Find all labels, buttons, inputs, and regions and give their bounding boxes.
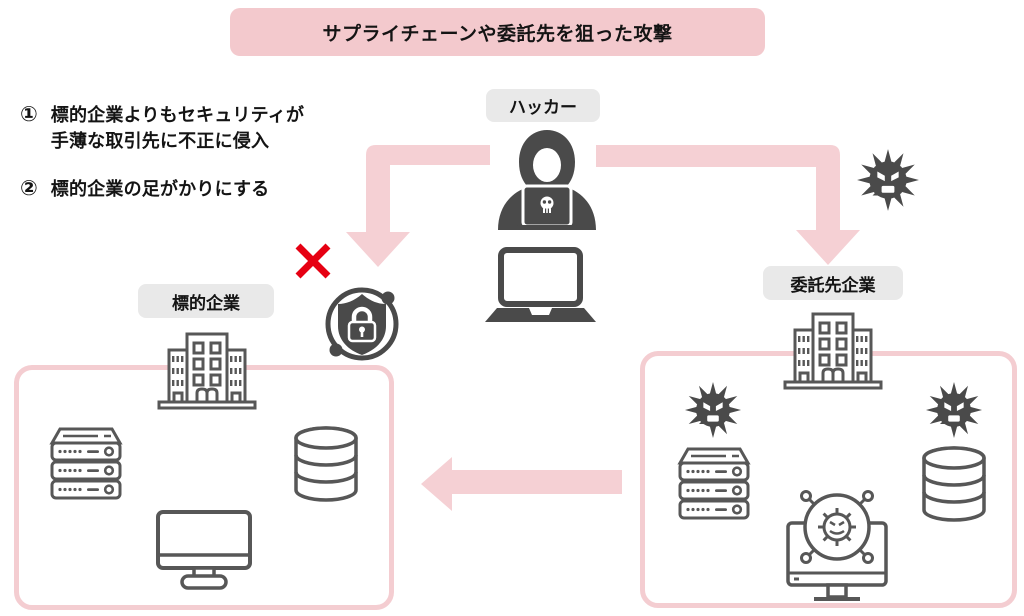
target-company-label: 標的企業 <box>138 284 274 318</box>
diagram-title: サプライチェーンや委託先を狙った攻撃 <box>322 23 673 45</box>
virus-icon <box>856 148 920 212</box>
virus-icon <box>684 381 742 439</box>
hacker-icon <box>492 130 602 230</box>
building-icon <box>783 310 883 390</box>
virus-icon <box>925 381 983 439</box>
laptop-icon <box>483 247 598 325</box>
target-company-label-text: 標的企業 <box>172 293 240 313</box>
server-icon <box>48 427 124 501</box>
database-icon <box>294 425 358 503</box>
server-icon <box>676 447 752 521</box>
building-icon <box>157 330 257 410</box>
hacker-label: ハッカー <box>486 89 600 122</box>
infected-monitor-icon <box>786 489 888 601</box>
note-number-2: ② <box>20 177 38 200</box>
arrow-hacker-to-target <box>346 145 490 267</box>
arrow-contractor-to-target <box>421 457 622 511</box>
hacker-label-text: ハッカー <box>509 98 577 117</box>
note-item-1: ① 標的企業よりもセキュリティが手薄な取引先に不正に侵入 <box>20 102 315 154</box>
cross-mark-icon <box>295 243 331 279</box>
contractor-company-label: 委託先企業 <box>763 266 903 300</box>
note-text-1: 標的企業よりもセキュリティが手薄な取引先に不正に侵入 <box>50 105 305 151</box>
title-banner: サプライチェーンや委託先を狙った攻撃 <box>230 8 765 56</box>
contractor-company-label-text: 委託先企業 <box>790 275 876 295</box>
monitor-icon <box>156 510 252 592</box>
database-icon <box>922 445 986 523</box>
shield-lock-icon <box>316 282 408 366</box>
note-item-2: ② 標的企業の足がかりにする <box>20 176 315 202</box>
note-text-2: 標的企業の足がかりにする <box>50 179 270 199</box>
arrow-hacker-to-contractor <box>596 145 860 265</box>
note-number-1: ① <box>20 103 38 126</box>
